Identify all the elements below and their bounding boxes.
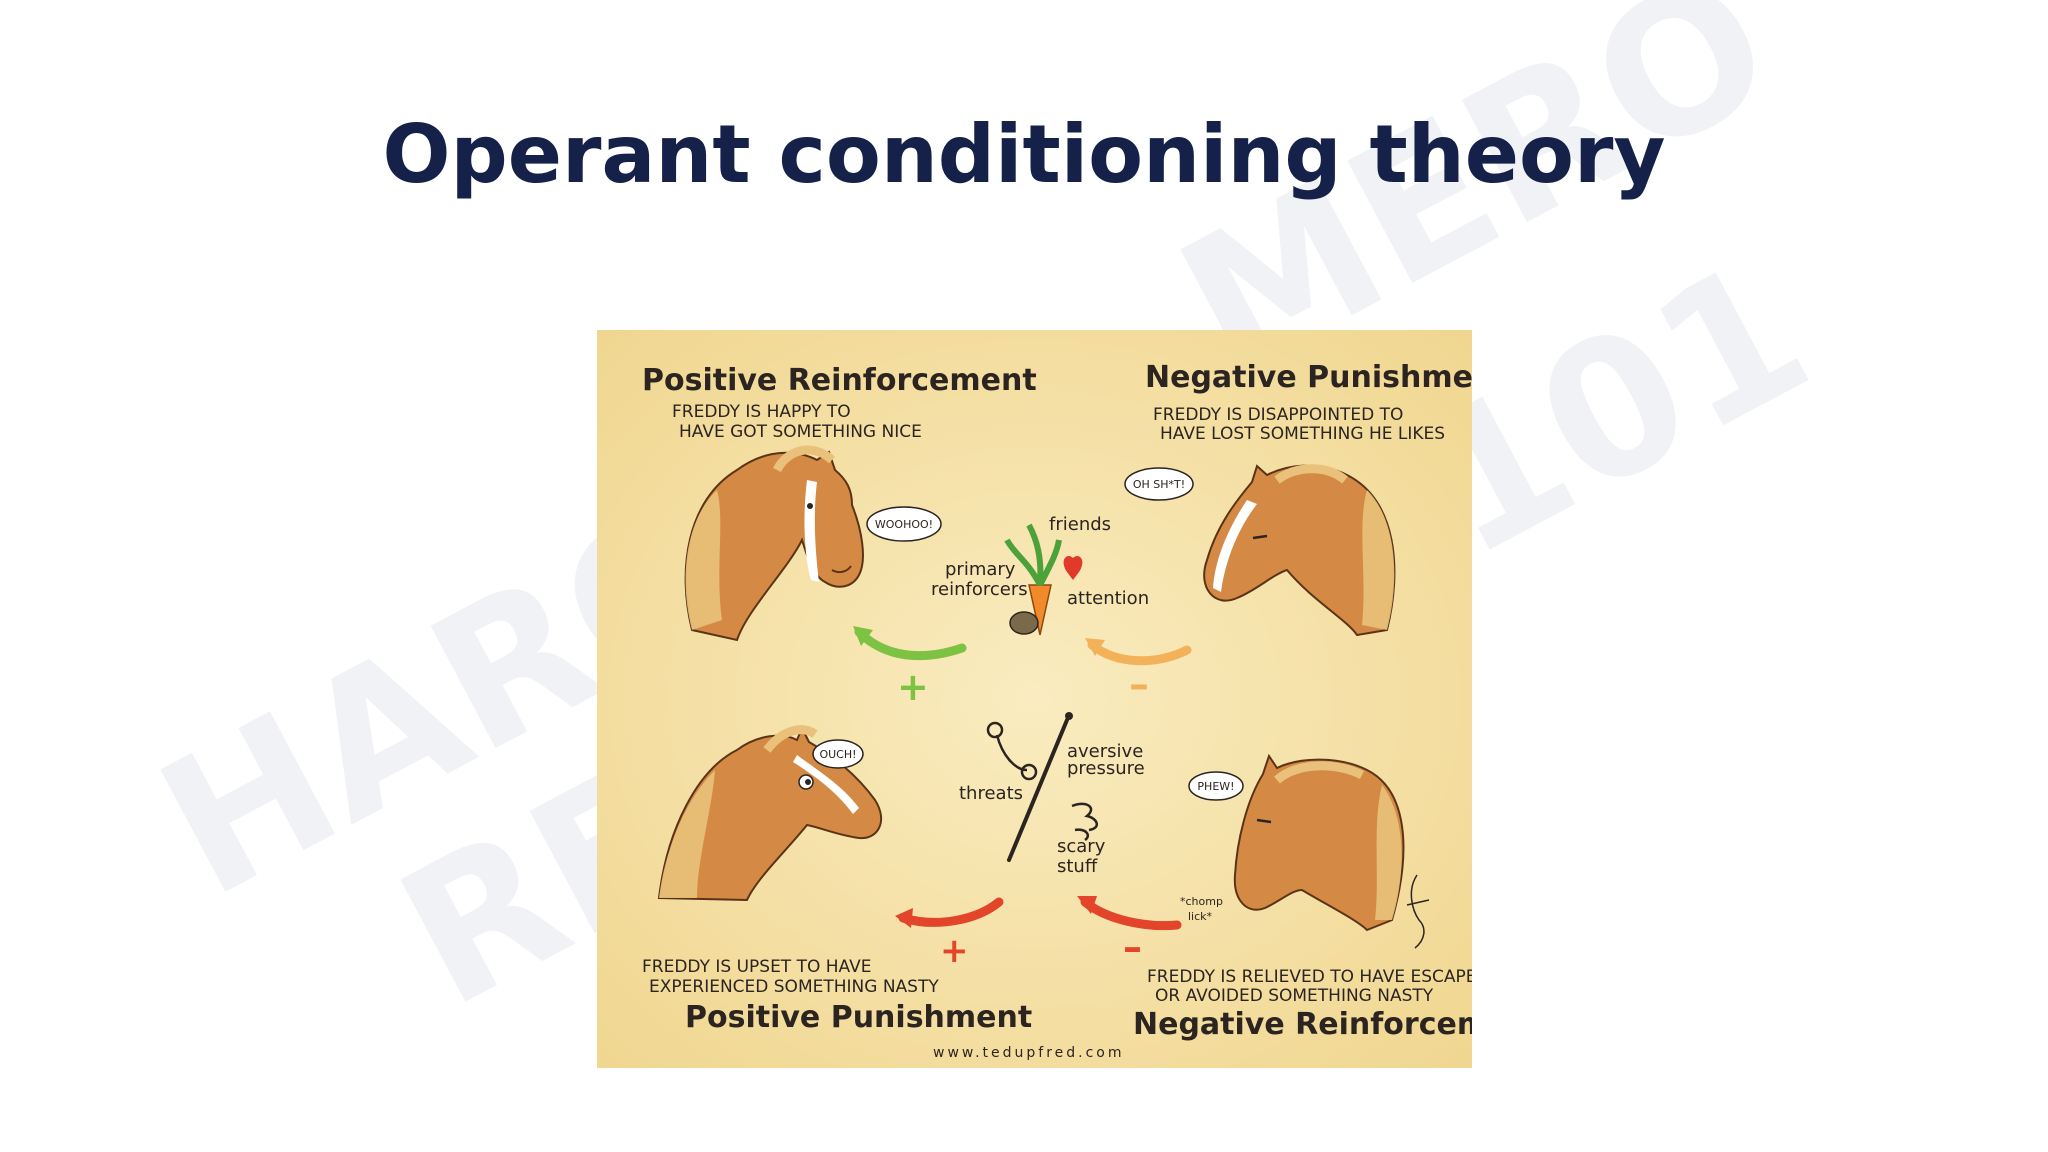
sign-plus-bottom: + [940, 931, 969, 971]
slide-title: Operant conditioning theory [382, 108, 1666, 201]
desc-positive-reinforcement-2: HAVE GOT SOMETHING NICE [679, 422, 922, 442]
bubble-woohoo: WOOHOO! [866, 506, 942, 542]
label-aversive: aversive [1067, 741, 1143, 762]
bubble-ouch: OUCH! [812, 739, 864, 769]
chew-note-1: *chomp [1180, 895, 1223, 908]
desc-positive-reinforcement-1: FREDDY IS HAPPY TO [672, 402, 851, 422]
sign-minus-top: – [1129, 662, 1149, 708]
heading-positive-reinforcement: Positive Reinforcement [642, 363, 1037, 398]
carrot-icon [1004, 523, 1062, 636]
artist-signature-icon [1406, 874, 1430, 949]
label-reinforcers: reinforcers [931, 579, 1028, 600]
desc-negative-reinforcement-2: OR AVOIDED SOMETHING NASTY [1155, 986, 1434, 1006]
relieved-horse-icon [1233, 753, 1405, 932]
heading-negative-punishment: Negative Punishment [1145, 360, 1472, 395]
desc-positive-punishment-1: FREDDY IS UPSET TO HAVE [642, 957, 871, 977]
desc-negative-punishment-2: HAVE LOST SOMETHING HE LIKES [1160, 424, 1445, 444]
bubble-oh-shoot: OH SH*T! [1124, 467, 1194, 501]
whip-icon [1007, 712, 1073, 862]
disappointed-horse-icon [1203, 464, 1396, 637]
desc-positive-punishment-2: EXPERIENCED SOMETHING NASTY [649, 977, 939, 997]
heart-icon [1063, 555, 1083, 580]
bit-icon [986, 721, 1038, 781]
arrow-positive-reinforcement [854, 627, 967, 661]
hay-bale-icon [1009, 611, 1039, 635]
label-attention: attention [1067, 588, 1149, 609]
credit-url: www.tedupfred.com [933, 1045, 1125, 1061]
svg-text:OH SH*T!: OH SH*T! [1133, 478, 1185, 491]
heading-positive-punishment: Positive Punishment [685, 1000, 1032, 1035]
illustration-background [597, 330, 1472, 1068]
label-scary: scary [1057, 836, 1106, 857]
label-primary: primary [945, 559, 1016, 580]
operant-conditioning-illustration: Positive Reinforcement FREDDY IS HAPPY T… [597, 330, 1472, 1068]
svg-text:OUCH!: OUCH! [819, 748, 856, 761]
svg-text:WOOHOO!: WOOHOO! [875, 518, 933, 531]
desc-negative-punishment-1: FREDDY IS DISAPPOINTED TO [1153, 405, 1403, 425]
arrow-positive-punishment [898, 897, 1004, 927]
svg-text:PHEW!: PHEW! [1197, 780, 1234, 793]
upset-horse-icon [657, 725, 883, 902]
label-stuff: stuff [1057, 856, 1098, 877]
desc-negative-reinforcement-1: FREDDY IS RELIEVED TO HAVE ESCAPED [1147, 967, 1472, 987]
label-threats: threats [959, 783, 1023, 804]
label-friends: friends [1049, 514, 1111, 535]
sign-minus-bottom: – [1123, 925, 1142, 969]
bubble-phew: PHEW! [1188, 771, 1244, 801]
arrow-negative-punishment [1087, 640, 1192, 666]
sign-plus-top: + [897, 665, 929, 709]
label-pressure: pressure [1067, 758, 1145, 779]
happy-horse-icon [684, 445, 864, 642]
scribble-icon [1071, 802, 1098, 842]
heading-negative-reinforcement: Negative Reinforcement [1133, 1007, 1472, 1042]
chew-note-2: lick* [1188, 910, 1213, 923]
